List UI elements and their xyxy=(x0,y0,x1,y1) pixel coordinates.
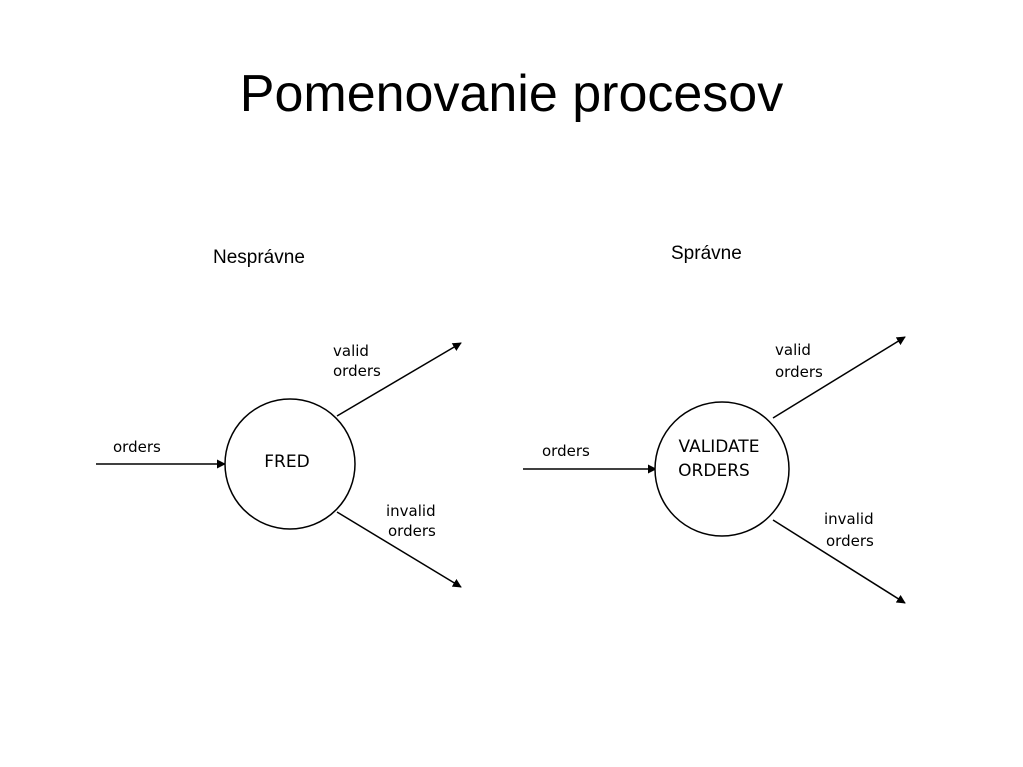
valid-output-label-line1: valid xyxy=(775,341,811,359)
slide-title: Pomenovanie procesov xyxy=(239,65,784,123)
valid-output-arrow xyxy=(772,336,906,419)
input-flow-label: orders xyxy=(113,438,161,456)
process-label-line1: VALIDATE xyxy=(679,437,760,457)
process-circle xyxy=(224,398,356,530)
invalid-output-label-line2: orders xyxy=(388,522,436,540)
caption-incorrect: Nesprávne xyxy=(213,247,305,268)
invalid-output-arrow xyxy=(336,511,462,588)
process-circle xyxy=(654,401,790,537)
process-label-line2: ORDERS xyxy=(678,461,750,481)
invalid-output-label-line1: invalid xyxy=(386,502,436,520)
invalid-output-arrow xyxy=(772,519,906,604)
diagram-correct: orders VALIDATE ORDERS valid orders inva… xyxy=(523,336,906,604)
valid-output-label-line2: orders xyxy=(775,363,823,381)
input-flow-label: orders xyxy=(542,442,590,460)
valid-output-arrow xyxy=(336,342,462,417)
valid-output-label-line1: valid xyxy=(333,342,369,360)
caption-correct: Správne xyxy=(671,243,742,264)
diagram-incorrect: orders FRED valid orders invalid orders xyxy=(96,342,462,588)
invalid-output-label-line1: invalid xyxy=(824,510,874,528)
process-label: FRED xyxy=(264,452,309,472)
invalid-output-label-line2: orders xyxy=(826,532,874,550)
valid-output-label-line2: orders xyxy=(333,362,381,380)
